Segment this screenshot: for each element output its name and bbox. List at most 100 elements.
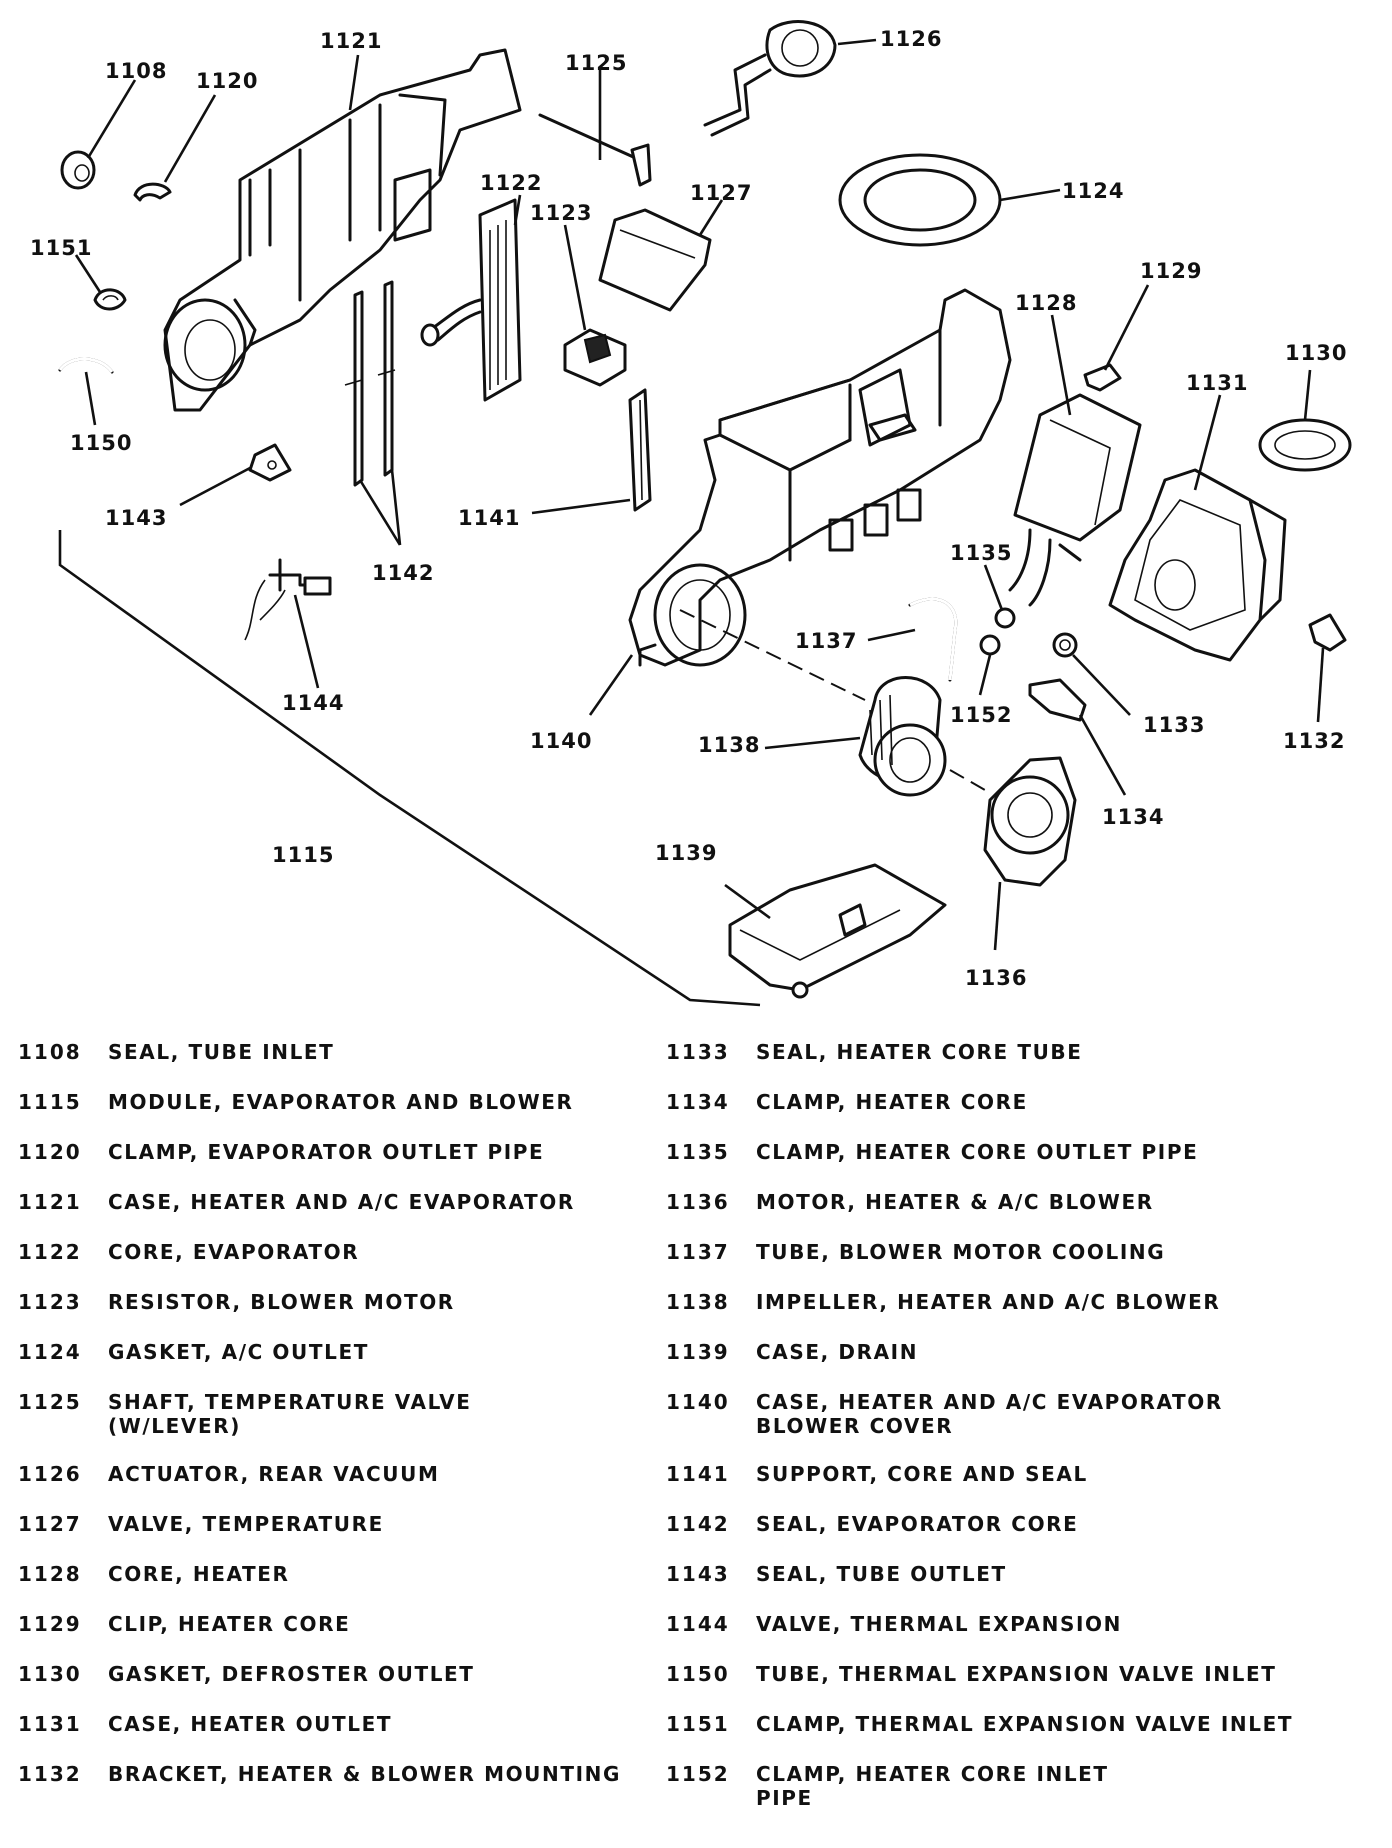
part-1108-seal	[60, 150, 96, 190]
callout-1135: 1135	[950, 541, 1012, 565]
callout-1108: 1108	[105, 59, 167, 83]
callout-1124: 1124	[1062, 179, 1124, 203]
part-number: 1142	[666, 1512, 730, 1536]
part-1133-seal	[1052, 632, 1078, 658]
part-description: SEAL, TUBE OUTLET	[756, 1562, 1007, 1586]
callout-1125: 1125	[565, 51, 627, 75]
part-1130-gasket	[1258, 418, 1352, 472]
callout-1137: 1137	[795, 629, 857, 653]
part-1123-resistor	[563, 328, 627, 387]
part-description: CLAMP, HEATER CORE INLET PIPE	[756, 1762, 1109, 1810]
legend-row: 1121 CASE, HEATER AND A/C EVAPORATOR	[18, 1190, 678, 1240]
part-description: CLAMP, EVAPORATOR OUTLET PIPE	[108, 1140, 545, 1164]
part-1137-tube	[908, 597, 958, 682]
part-description: TUBE, BLOWER MOTOR COOLING	[756, 1240, 1166, 1264]
part-description: SHAFT, TEMPERATURE VALVE (W/LEVER)	[108, 1390, 472, 1438]
part-description: GASKET, DEFROSTER OUTLET	[108, 1662, 475, 1686]
part-number: 1133	[666, 1040, 730, 1064]
part-number: 1139	[666, 1340, 730, 1364]
part-1124-gasket	[838, 153, 1002, 247]
callout-1120: 1120	[196, 69, 258, 93]
legend-row: 1120 CLAMP, EVAPORATOR OUTLET PIPE	[18, 1140, 678, 1190]
part-1128-heater-core	[1008, 393, 1142, 607]
exploded-parts-diagram: 1108 1120 1121 1125 1126 1122 1123 1127 …	[30, 20, 1352, 1007]
part-description: RESISTOR, BLOWER MOTOR	[108, 1290, 455, 1314]
part-description: CASE, HEATER AND A/C EVAPORATOR	[108, 1190, 575, 1214]
part-1150-tube	[58, 357, 114, 374]
part-description: ACTUATOR, REAR VACUUM	[108, 1462, 440, 1486]
part-1135-clamp	[994, 607, 1016, 629]
part-1132-bracket	[1308, 613, 1347, 652]
callout-1152: 1152	[950, 703, 1012, 727]
part-1126-actuator	[703, 20, 837, 137]
callout-1123: 1123	[530, 201, 592, 225]
part-1139-drain-case	[728, 863, 947, 999]
part-1122-core	[420, 198, 522, 402]
callout-1132: 1132	[1283, 729, 1345, 753]
part-description: SEAL, EVAPORATOR CORE	[756, 1512, 1079, 1536]
part-number: 1151	[666, 1712, 730, 1736]
part-number: 1135	[666, 1140, 730, 1164]
part-description: CORE, EVAPORATOR	[108, 1240, 360, 1264]
part-1152-clamp	[979, 634, 1001, 656]
callout-1143: 1143	[105, 506, 167, 530]
part-description: BRACKET, HEATER & BLOWER MOUNTING	[108, 1762, 621, 1786]
callout-1150: 1150	[70, 431, 132, 455]
leader-lines	[58, 38, 1325, 1007]
part-description: CLAMP, HEATER CORE	[756, 1090, 1028, 1114]
part-number: 1141	[666, 1462, 730, 1486]
legend-row: 1150 TUBE, THERMAL EXPANSION VALVE INLET	[666, 1662, 1326, 1712]
callout-1128: 1128	[1015, 291, 1077, 315]
part-number: 1123	[18, 1290, 82, 1314]
part-description: SEAL, TUBE INLET	[108, 1040, 335, 1064]
part-description: TUBE, THERMAL EXPANSION VALVE INLET	[756, 1662, 1277, 1686]
part-description: CASE, HEATER AND A/C EVAPORATOR BLOWER C…	[756, 1390, 1223, 1438]
part-1144-valve	[244, 558, 332, 641]
legend-row: 1132 BRACKET, HEATER & BLOWER MOUNTING	[18, 1762, 678, 1812]
part-number: 1134	[666, 1090, 730, 1114]
part-description: CLAMP, THERMAL EXPANSION VALVE INLET	[756, 1712, 1294, 1736]
legend-row: 1151 CLAMP, THERMAL EXPANSION VALVE INLET	[666, 1712, 1326, 1762]
part-1131-outlet-case	[1108, 468, 1287, 662]
part-number: 1108	[18, 1040, 82, 1064]
part-number: 1129	[18, 1612, 82, 1636]
callout-1115: 1115	[272, 843, 334, 867]
part-1120-clamp	[133, 182, 172, 202]
callout-1138: 1138	[698, 733, 760, 757]
part-1134-clamp	[1028, 678, 1087, 722]
part-number: 1120	[18, 1140, 82, 1164]
part-number: 1121	[18, 1190, 82, 1214]
legend-row: 1142 SEAL, EVAPORATOR CORE	[666, 1512, 1326, 1562]
part-description: VALVE, THERMAL EXPANSION	[756, 1612, 1122, 1636]
part-number: 1132	[18, 1762, 82, 1786]
part-number: 1137	[666, 1240, 730, 1264]
callout-1141: 1141	[458, 506, 520, 530]
part-description: CLAMP, HEATER CORE OUTLET PIPE	[756, 1140, 1199, 1164]
part-1121-case	[163, 48, 522, 412]
part-number: 1128	[18, 1562, 82, 1586]
assembly-line	[949, 769, 986, 791]
legend-row: 1108 SEAL, TUBE INLET	[18, 1040, 678, 1090]
callout-1130: 1130	[1285, 341, 1347, 365]
callout-1133: 1133	[1143, 713, 1205, 737]
part-number: 1136	[666, 1190, 730, 1214]
legend-row: 1137 TUBE, BLOWER MOTOR COOLING	[666, 1240, 1326, 1290]
callout-1151: 1151	[30, 236, 92, 260]
part-1127-valve	[598, 208, 712, 312]
callout-1139: 1139	[655, 841, 717, 865]
part-number: 1150	[666, 1662, 730, 1686]
